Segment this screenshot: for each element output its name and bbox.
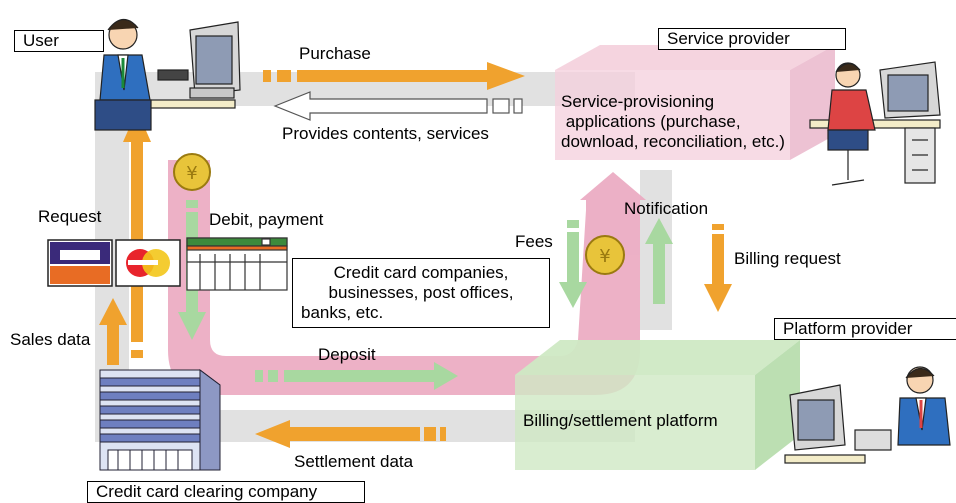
- svg-text:¥: ¥: [599, 246, 610, 267]
- svg-text:¥: ¥: [186, 163, 197, 184]
- fees-arrow: [559, 220, 587, 308]
- platform-box: [515, 340, 800, 470]
- credit-card-clearing-company-label: Credit card clearing company: [87, 481, 365, 503]
- credit-card-icon: [47, 239, 113, 287]
- notification-label: Notification: [624, 199, 709, 218]
- credit-card-icon: [115, 239, 181, 287]
- person-at-computer-icon: [94, 18, 241, 131]
- service-provider-label: Service provider: [658, 28, 846, 50]
- debit-payment-label: Debit, payment: [209, 210, 324, 229]
- billing-request-label: Billing request: [734, 249, 841, 268]
- provides-contents-arrow: [273, 91, 523, 121]
- purchase-label: Purchase: [299, 44, 371, 63]
- provides-contents-label: Provides contents, services: [282, 124, 489, 143]
- coin-yen-icon: ¥: [585, 235, 625, 275]
- storefront-icon: [186, 237, 288, 291]
- coin-yen-icon: ¥: [173, 153, 211, 191]
- platform-provider-label: Platform provider: [774, 318, 956, 340]
- settlement-data-label: Settlement data: [294, 452, 414, 471]
- billing-platform-label: Billing/settlement platform: [523, 411, 718, 430]
- service-apps-label: Service-provisioning applications (purch…: [561, 92, 785, 151]
- user-label: User: [14, 30, 104, 52]
- service-provider-box: [555, 45, 835, 160]
- person-at-computer-icon: [809, 61, 941, 186]
- request-label: Request: [38, 207, 102, 226]
- purchase-arrow: [263, 62, 525, 90]
- sales-data-label: Sales data: [10, 330, 91, 349]
- billing-request-arrow: [704, 224, 732, 312]
- fees-label: Fees: [515, 232, 553, 251]
- office-building-icon: [99, 369, 221, 471]
- companies-box: Credit card companies, businesses, post …: [292, 258, 550, 328]
- person-at-computer-icon: [784, 366, 951, 464]
- notification-arrow: [645, 218, 673, 304]
- deposit-label: Deposit: [318, 345, 376, 364]
- settlement-data-arrow: [255, 420, 446, 448]
- deposit-arrow: [255, 362, 458, 390]
